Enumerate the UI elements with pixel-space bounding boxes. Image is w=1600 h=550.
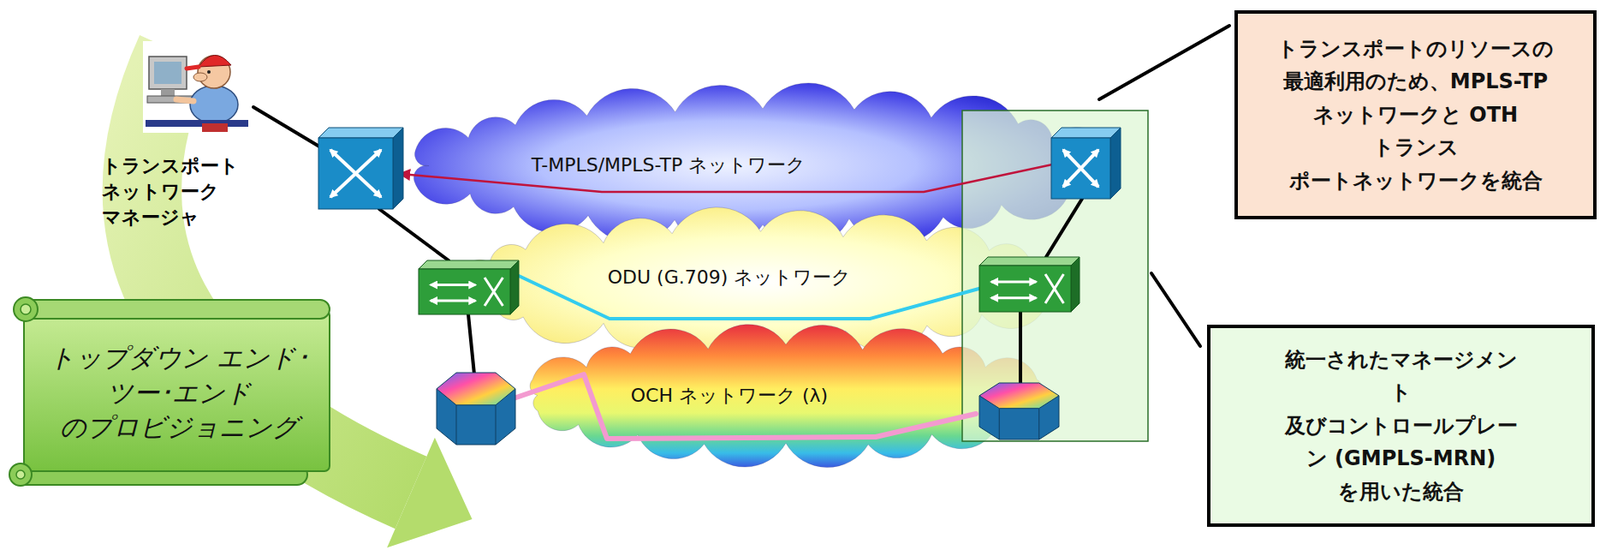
device-wire: [1046, 198, 1083, 257]
leader-line: [1099, 25, 1230, 100]
network-label: OCH ネットワーク (λ): [630, 383, 828, 408]
callout-box: トランスポートのリソースの 最適利用のため、MPLS-TP ネットワークと OT…: [1234, 10, 1597, 220]
topdown-arrow-head: [386, 437, 472, 548]
highlight-region: [962, 110, 1148, 441]
mpls-switch: [1051, 127, 1121, 199]
odu-path: [518, 275, 982, 319]
scroll-curl: [9, 463, 32, 486]
network-label: ODU (G.709) ネットワーク: [607, 265, 852, 290]
cloud-outline: [413, 83, 1112, 248]
cloud-outline: [529, 324, 1042, 468]
scroll-banner: トップダウン エンド･ツー･エンド のプロビジョニング: [5, 296, 337, 495]
och-node: [436, 372, 516, 445]
mpls-path: [400, 163, 1057, 192]
manager-label: トランスポート ネットワーク マネージャ: [101, 153, 255, 231]
leader-line: [1151, 273, 1201, 346]
device-wire: [379, 208, 449, 261]
device-wire: [468, 314, 475, 375]
scroll-top-roll: [23, 299, 330, 319]
manager-wire: [253, 107, 324, 149]
scroll-curl: [16, 469, 25, 479]
odu-switch: [418, 260, 519, 315]
callout-text: 統一されたマネージメント 及びコントロールプレーン (GMPLS-MRN) を用…: [1274, 343, 1529, 508]
mpls-tp-cloud: T-MPLS/MPLS-TP ネットワーク: [392, 86, 1133, 245]
callout-text: トランスポートのリソースの 最適利用のため、MPLS-TP ネットワークと OT…: [1267, 32, 1564, 197]
och-path: [513, 374, 976, 439]
callout-border: [1236, 11, 1595, 218]
scroll-curl: [13, 297, 38, 322]
odu-switch: [979, 256, 1080, 312]
mpls-switch: [318, 127, 404, 209]
scroll-curl: [20, 303, 31, 315]
scroll-text: トップダウン エンド･ツー･エンド のプロビジョニング: [41, 340, 316, 446]
callout-border: [1208, 326, 1594, 525]
och-cloud: OCH ネットワーク (λ): [510, 326, 1062, 464]
network-label: T-MPLS/MPLS-TP ネットワーク: [531, 153, 806, 178]
och-node: [979, 382, 1059, 440]
device-wire: [1018, 311, 1023, 383]
callout-box: 統一されたマネージメント 及びコントロールプレーン (GMPLS-MRN) を用…: [1207, 324, 1595, 527]
scroll-body: [23, 309, 330, 471]
manager-icon: [142, 41, 250, 133]
